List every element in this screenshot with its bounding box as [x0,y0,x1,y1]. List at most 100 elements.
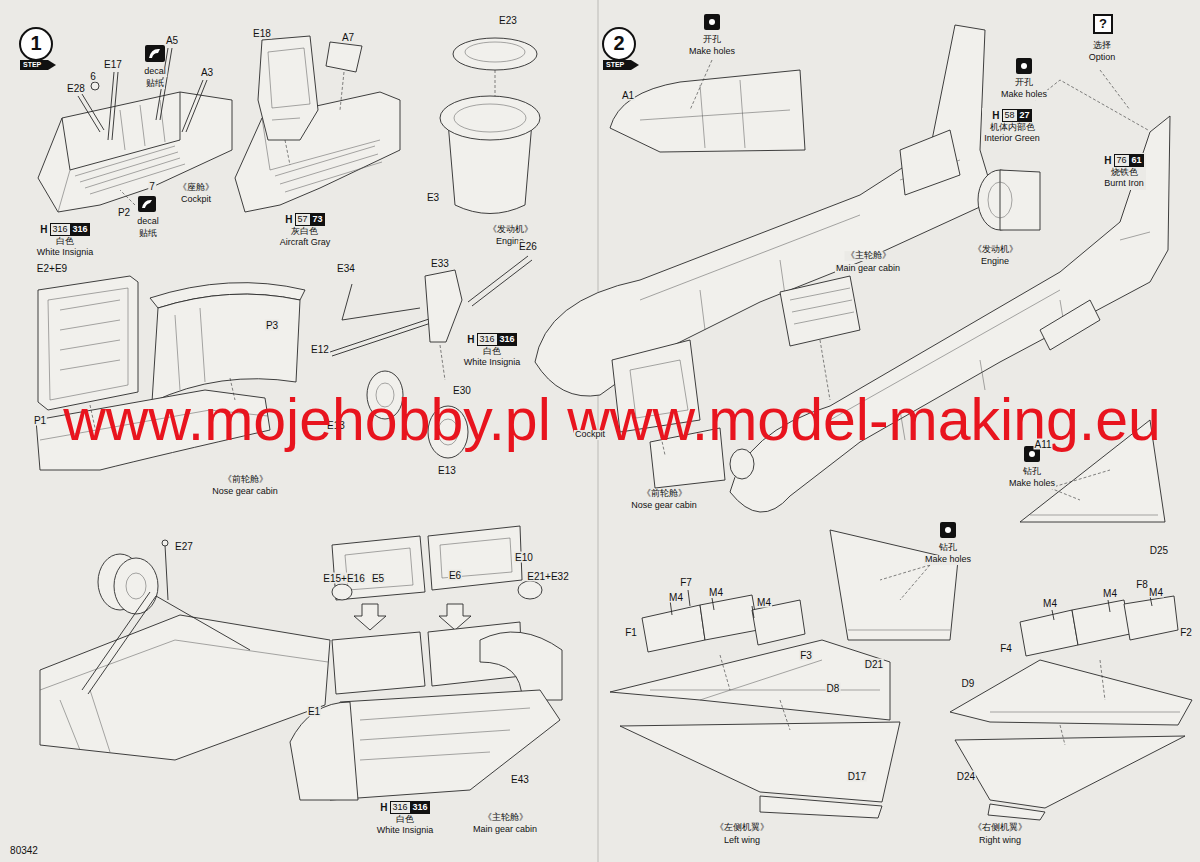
paint-code-row: H7661 [1104,154,1143,167]
part-number: D21 [864,659,884,670]
part-number: 6 [89,71,97,82]
step2-fuselage [988,182,1012,218]
paint-code-row: H5827 [992,109,1031,122]
part-number: E33 [430,258,450,269]
seat-parts [285,72,344,165]
caption: Right wing [978,836,1022,846]
watermark: www.mojehobby.pl www.model-making.eu [62,388,1162,453]
step2-wings [1052,596,1152,620]
main-gear-cabin-parts [428,526,522,590]
paint-code-row: H316316 [380,801,429,814]
paint-name: Aircraft Gray [280,237,331,248]
cockpit-tub-parts [38,92,232,212]
part-number: E18 [252,28,272,39]
nose-landing-gear-parts [330,318,434,356]
caption: 钻孔 [938,543,958,553]
seat-parts [235,36,400,212]
nose-gear-cabin-parts [48,288,128,400]
part-number: M4 [708,587,724,598]
step2-wings [610,640,890,720]
caption: 钻孔 [1022,467,1042,477]
step2-fuselage [780,276,860,346]
step2-fuselage [730,449,754,479]
nose-landing-gear-parts [40,256,532,760]
paint-callout: H5827机体内部色Interior Green [982,108,1042,145]
step-number: 2 [601,31,637,55]
part-number: M4 [756,597,772,608]
step2-wings [830,530,958,640]
main-gear-cabin-parts [354,604,386,630]
step2-wings [848,630,950,631]
part-number: D9 [961,678,976,689]
step2-fuselage [690,60,712,110]
nose-gear-cabin-parts [175,308,205,390]
step2-fuselage [1016,58,1032,74]
paint-code: 316 [477,333,498,346]
main-gear-cabin-parts [332,632,425,694]
caption: Engine [980,257,1010,267]
step2-wings [1030,515,1158,516]
nose-landing-gear-parts [40,640,328,752]
paint-code: 27 [1018,109,1032,122]
caption: Main gear cabin [472,825,538,835]
paint-callout: H316316白色White Insignia [375,800,436,837]
part-number: E2+E9 [36,263,68,274]
part-number: E12 [310,344,330,355]
part-number: E26 [518,241,538,252]
part-number: E27 [174,541,194,552]
step2-wings [1020,610,1078,656]
caption: Make holes [688,47,736,57]
main-gear-cabin-parts [290,702,358,800]
caption: Nose gear cabin [630,501,698,511]
part-number: A5 [165,35,179,46]
caption: Left wing [723,836,761,846]
caption: Make holes [1008,479,1056,489]
part-number: D25 [1149,545,1169,556]
part-number: P1 [33,415,47,426]
part-number: E17 [103,59,123,70]
step2-fuselage [535,25,995,396]
option-icon: ? [1093,14,1113,34]
caption: 选择 [1092,41,1112,51]
caption: 《前轮舱》 [222,475,269,485]
nose-landing-gear-parts [126,573,146,599]
part-number: M4 [1102,588,1118,599]
nose-landing-gear-parts [114,558,158,614]
part-number: F8 [1135,579,1149,590]
main-gear-cabin-parts [332,536,425,600]
step2-wings [880,565,930,600]
paint-name: Interior Green [984,133,1040,144]
paint-code: 61 [1130,154,1144,167]
nose-landing-gear-parts [162,540,168,546]
step2-fuselage [1021,63,1027,69]
part-number: E23 [498,15,518,26]
part-number: E3 [426,192,440,203]
part-number: D24 [956,771,976,782]
cockpit-tub-parts [145,45,165,62]
paint-callout: H5773灰白色Aircraft Gray [278,212,333,249]
engine-parts [454,104,526,132]
paint-name: 灰白色 [291,226,318,237]
part-number: A3 [200,67,214,78]
cockpit-tub-parts [142,200,152,208]
part-number: F7 [679,577,693,588]
paint-name: 白色 [56,236,74,247]
step2-fuselage [709,19,715,25]
caption: 开孔 [702,35,722,45]
main-gear-cabin-parts [518,581,542,599]
caption: Make holes [924,555,972,565]
step2-wings [1060,660,1105,745]
engine-parts [465,42,525,62]
caption: 《右侧机翼》 [972,823,1028,833]
option-mark: ? [1095,16,1111,32]
paint-callout: H7661烧铁色Burnt Iron [1102,153,1146,190]
step2-wings [1050,470,1110,500]
cockpit-tub-parts [182,80,207,132]
main-gear-cabin-parts [290,526,562,800]
part-number: F3 [799,650,813,661]
cockpit-tub-parts [78,94,104,132]
caption: Cockpit [574,430,606,440]
step-arrow [603,60,639,70]
part-number: D17 [847,771,867,782]
